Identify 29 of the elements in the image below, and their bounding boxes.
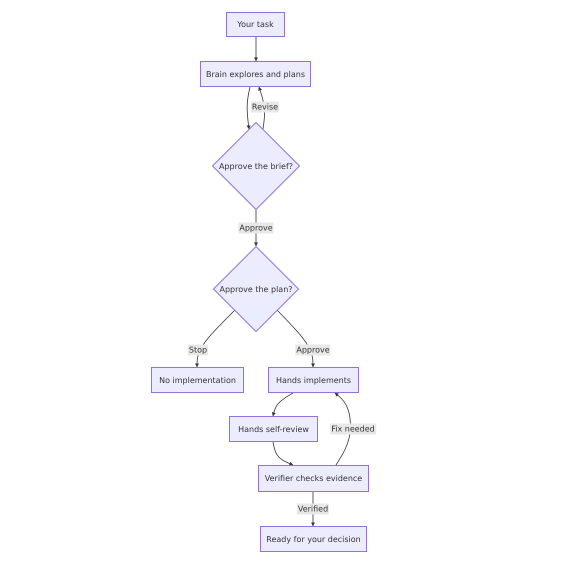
arrow <box>246 86 251 130</box>
edge-label: Fix needed <box>330 424 376 434</box>
arrow <box>272 442 294 466</box>
node-label: No implementation <box>159 376 236 384</box>
node-label: Brain explores and plans <box>206 70 305 78</box>
edge-label: Approve <box>295 344 331 356</box>
arrow <box>272 392 294 416</box>
edge-label: Approve <box>238 222 274 234</box>
decision-diamond <box>213 246 299 332</box>
node-label: Ready for your decision <box>266 534 361 544</box>
edge-label: Verified <box>296 504 330 514</box>
node-label: Verifier checks evidence <box>264 474 362 483</box>
process-box <box>258 465 369 492</box>
process-box <box>200 61 311 87</box>
node-label: Approve the brief? <box>218 162 294 170</box>
process-box <box>268 367 359 393</box>
process-box <box>226 12 285 37</box>
process-box <box>260 526 367 552</box>
process-box <box>229 416 318 442</box>
edge-label: Stop <box>188 344 208 356</box>
node-label: Hands self-review <box>238 424 309 434</box>
process-box <box>151 367 244 393</box>
node-label: Your task <box>237 20 274 29</box>
decision-diamond <box>212 122 300 210</box>
node-label: Hands implements <box>276 376 352 384</box>
node-label: Approve the plan? <box>219 284 293 294</box>
arrow <box>254 36 258 62</box>
arrow <box>195 310 236 368</box>
edge-label: Revise <box>250 102 280 112</box>
